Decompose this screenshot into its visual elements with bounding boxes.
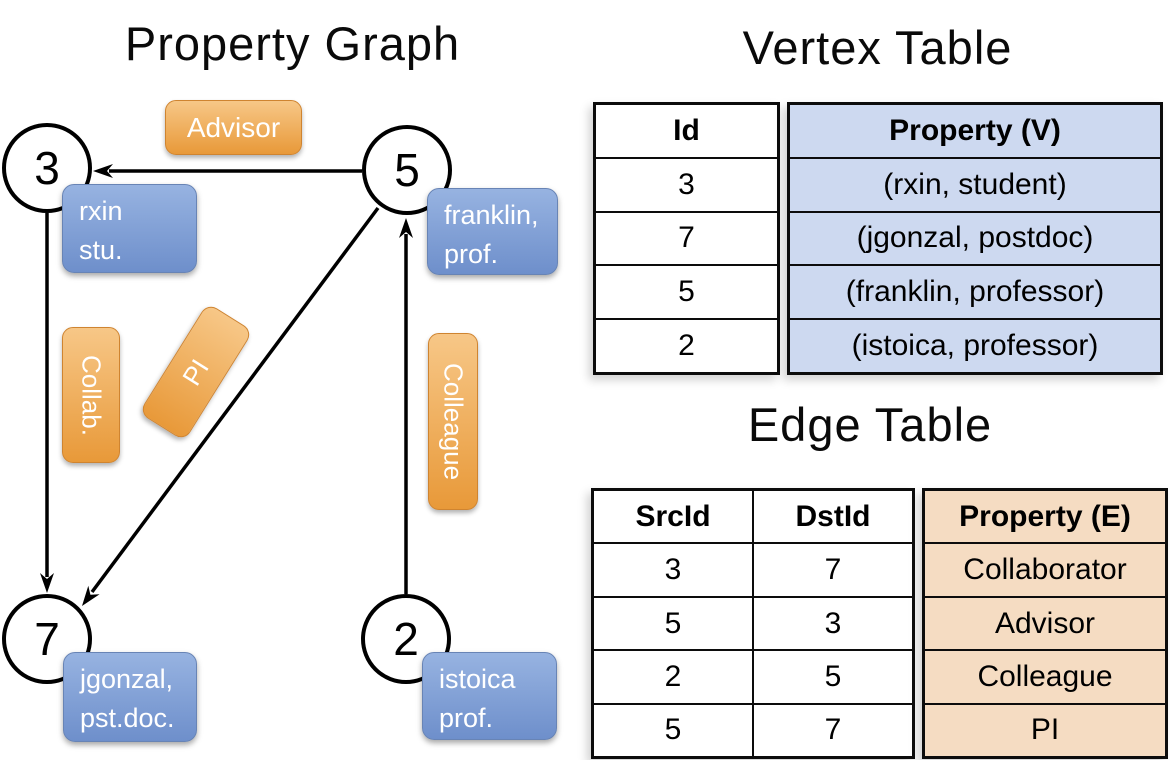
table-cell: Advisor	[925, 597, 1165, 652]
edge-table-ids-columns: SrcId DstId 3 7 5 3 2 5 5 7	[591, 488, 915, 759]
vertex-property-line: franklin,	[444, 200, 539, 230]
table-cell: (franklin, professor)	[790, 266, 1160, 321]
edge-label-text: Advisor	[186, 111, 281, 143]
edge-table-header-property: Property (E)	[925, 491, 1165, 545]
vertex-property-line: istoica	[439, 664, 516, 694]
vertex-property-box-istoica: istoica prof.	[422, 652, 557, 740]
table-cell: 5	[664, 606, 682, 640]
table-cell: 2	[664, 659, 682, 693]
table-row: 3 7	[594, 544, 912, 598]
edge-table-property-column: Property (E) Collaborator Advisor Collea…	[922, 488, 1168, 759]
table-cell: 3	[752, 597, 912, 650]
table-row: 5 3	[594, 597, 912, 652]
vertex-id-2: 2	[393, 613, 419, 665]
table-cell: 3	[596, 159, 777, 213]
vertex-property-box-rxin: rxin stu.	[62, 184, 197, 273]
table-cell: (rxin, student)	[790, 158, 1160, 213]
vertex-property-line: prof.	[444, 239, 499, 269]
table-cell: 5	[596, 266, 777, 321]
vertex-property-line: rxin	[79, 196, 123, 226]
vertex-property-line: jgonzal,	[80, 664, 174, 694]
table-cell: 7	[596, 213, 777, 267]
table-row: SrcId DstId	[594, 491, 912, 545]
vertex-table-property-column: Property (V) (rxin, student) (jgonzal, p…	[787, 102, 1163, 375]
vertex-circle-5: 5	[362, 125, 452, 215]
vertex-id-5: 5	[394, 144, 420, 196]
table-cell: Colleague	[925, 651, 1165, 705]
vertex-table-header-property: Property (V)	[790, 105, 1160, 159]
vertex-property-line: stu.	[79, 235, 123, 265]
graph-title: Property Graph	[124, 17, 461, 70]
table-cell: 5	[752, 651, 912, 703]
graph-edges	[40, 164, 413, 606]
vertex-property-line: prof.	[439, 703, 494, 733]
edge-label-colleague: Colleague	[428, 333, 478, 510]
vertex-table-title: Vertex Table	[742, 21, 1013, 74]
edge-table-header-dstid: DstId	[752, 491, 912, 543]
table-cell: 2	[678, 329, 695, 363]
vertex-property-box-jgonzal: jgonzal, pst.doc.	[63, 652, 197, 742]
vertex-table-header-id: Id	[596, 105, 777, 159]
edge-advisor-arrowhead	[93, 164, 113, 178]
vertex-circle-7: 7	[2, 594, 92, 684]
table-cell: 3	[664, 553, 682, 587]
table-cell: (jgonzal, postdoc)	[790, 212, 1160, 267]
table-cell: PI	[925, 704, 1165, 757]
edge-pi-arrowhead	[82, 585, 100, 606]
table-cell: 5	[664, 713, 682, 747]
vertex-property-line: pst.doc.	[80, 703, 175, 733]
table-row: 5 7	[594, 704, 912, 757]
edge-table-title: Edge Table	[747, 398, 993, 451]
table-cell: 7	[752, 544, 912, 596]
edge-label-text: PI	[176, 353, 215, 391]
edge-label-advisor: Advisor	[165, 100, 302, 155]
edge-colleague-arrowhead	[399, 218, 413, 238]
edge-collab-arrowhead	[40, 573, 54, 593]
table-row: 2 5	[594, 651, 912, 705]
edge-label-collab: Collab.	[62, 327, 120, 463]
table-cell: 7	[752, 704, 912, 757]
table-cell: (istoica, professor)	[790, 320, 1160, 372]
edge-pi-line	[90, 206, 380, 594]
edge-table-header-srcid: SrcId	[635, 499, 711, 533]
edge-label-text: Colleague	[438, 362, 469, 481]
table-cell: Collaborator	[925, 544, 1165, 598]
vertex-table-id-column: Id 3 7 5 2	[593, 102, 780, 375]
vertex-property-box-franklin: franklin, prof.	[427, 188, 558, 275]
vertex-id-7: 7	[34, 613, 60, 665]
vertex-id-3: 3	[34, 142, 60, 194]
edge-label-text: Collab.	[76, 354, 107, 436]
